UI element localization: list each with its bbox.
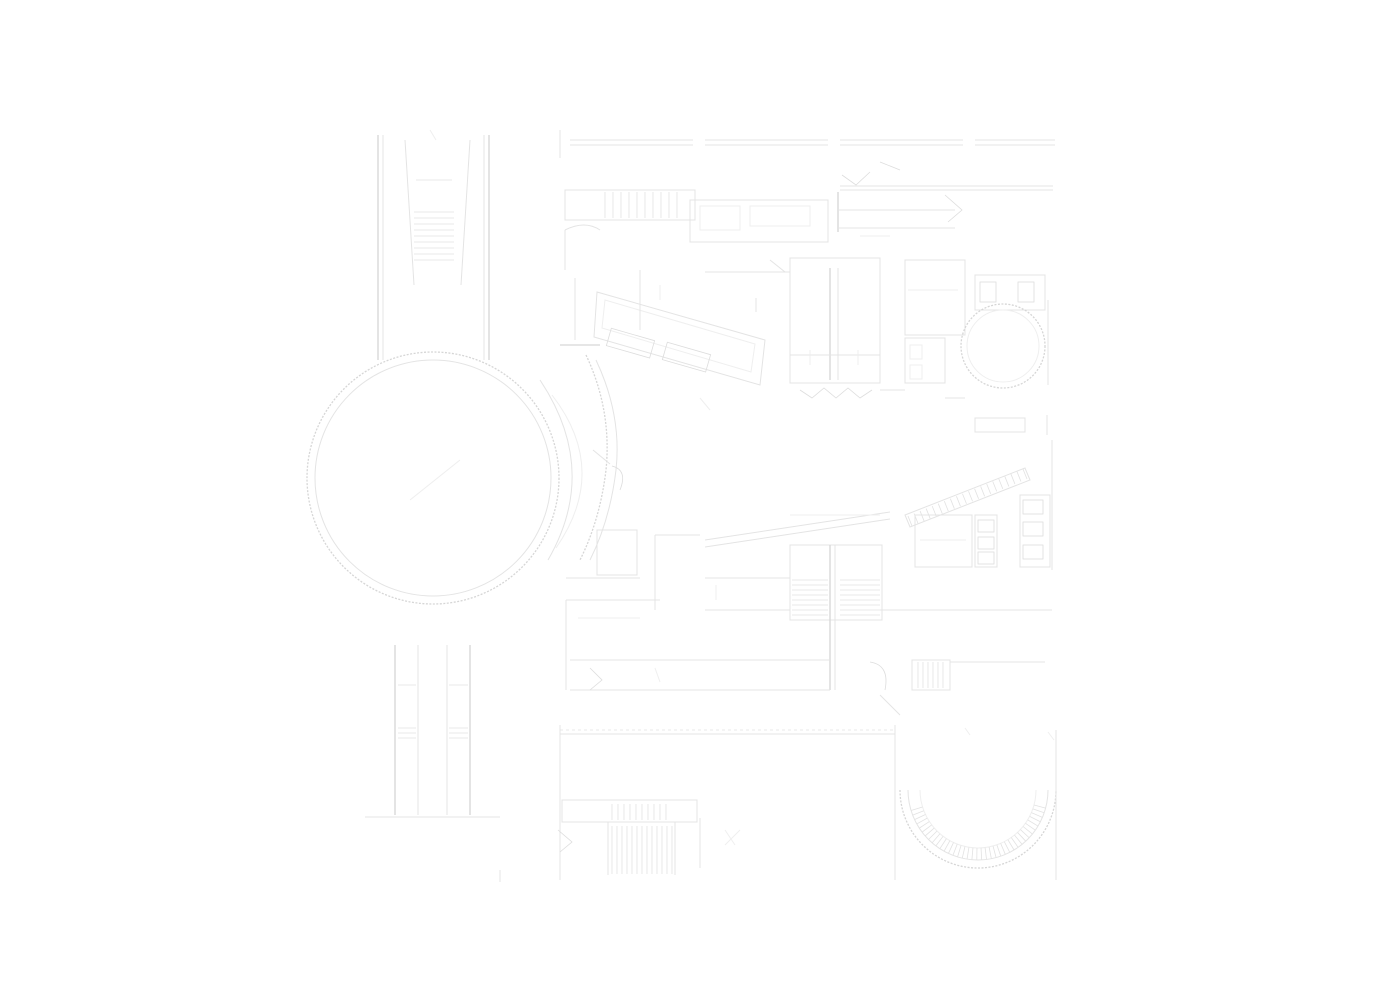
round-hall-outer bbox=[306, 351, 560, 605]
round-hall-outer-arc bbox=[539, 379, 573, 561]
stair-tread bbox=[966, 847, 970, 860]
stair-tread bbox=[986, 483, 992, 494]
stair-tread bbox=[907, 515, 913, 527]
south-strip bbox=[570, 659, 1045, 716]
stair-tread bbox=[937, 503, 943, 514]
central-cores bbox=[789, 257, 905, 399]
stair-tread bbox=[919, 510, 925, 522]
stair-tread bbox=[957, 845, 962, 858]
stair-tread bbox=[1032, 808, 1045, 814]
stair-tread bbox=[962, 493, 967, 504]
stair-tread bbox=[935, 836, 944, 847]
amphitheatre-seating bbox=[910, 804, 1046, 860]
stair-tread bbox=[992, 845, 997, 858]
south-west-stair bbox=[611, 804, 673, 874]
stair-tread bbox=[952, 844, 958, 856]
stair-tread bbox=[980, 847, 983, 860]
stair-tread bbox=[943, 840, 951, 852]
east-north-rooms bbox=[904, 259, 1049, 435]
east-round-room bbox=[960, 303, 1046, 389]
stair-tread bbox=[996, 844, 1002, 857]
stair-tread bbox=[1027, 819, 1039, 827]
south-core bbox=[705, 544, 883, 690]
stair-tread bbox=[956, 496, 961, 507]
stair-tread bbox=[928, 830, 938, 840]
stair-tread bbox=[939, 838, 947, 849]
stair-tread bbox=[1010, 837, 1019, 848]
diagonal-ramp-treads bbox=[907, 468, 1028, 527]
north-west-stair bbox=[604, 192, 678, 218]
stair-tread bbox=[931, 833, 941, 844]
stair-tread bbox=[1025, 822, 1036, 831]
stair-tread bbox=[1022, 468, 1028, 480]
stair-tread bbox=[1020, 829, 1030, 839]
stair-tread bbox=[971, 847, 974, 860]
stair-tread bbox=[931, 505, 937, 517]
stair-tread bbox=[925, 508, 931, 519]
stair-tread bbox=[910, 806, 923, 811]
stair-tread bbox=[961, 846, 966, 859]
stair-tread bbox=[916, 817, 928, 825]
stair-tread bbox=[968, 491, 973, 502]
north-edge bbox=[559, 130, 1055, 191]
stair-tread bbox=[1003, 841, 1011, 853]
stair-tread bbox=[1004, 476, 1010, 487]
west-upper-stair bbox=[414, 179, 454, 261]
stair-tread bbox=[998, 478, 1004, 490]
stair-tread bbox=[912, 810, 924, 816]
stair-tread bbox=[948, 842, 954, 854]
stair-tread bbox=[1031, 812, 1043, 818]
south-east-amphitheatre bbox=[899, 727, 1057, 880]
stair-tread bbox=[988, 846, 992, 859]
stair-tread bbox=[992, 481, 998, 492]
stair-tread bbox=[1016, 471, 1022, 482]
north-west-stair-block bbox=[564, 189, 963, 270]
stair-tread bbox=[1017, 832, 1027, 842]
west-south-rooms bbox=[565, 529, 700, 690]
stair-tread bbox=[949, 498, 955, 509]
west-tower bbox=[306, 129, 583, 818]
stair-tread bbox=[1000, 843, 1006, 855]
stair-tread bbox=[980, 486, 986, 497]
stair-tread bbox=[914, 814, 926, 820]
south-strip-stair bbox=[917, 662, 944, 688]
east-south-rooms bbox=[880, 440, 1053, 611]
west-hall-edge bbox=[579, 354, 624, 561]
stair-tread bbox=[1007, 839, 1015, 851]
stair-tread bbox=[974, 488, 979, 499]
diagonal-ramp bbox=[704, 467, 1031, 548]
stair-tread bbox=[1014, 834, 1023, 845]
diagonal-hall bbox=[560, 259, 790, 411]
south-facade-line bbox=[559, 725, 896, 880]
stair-tread bbox=[1010, 473, 1016, 485]
stair-tread bbox=[1022, 826, 1033, 835]
stair-tread bbox=[943, 501, 949, 512]
stair-tread bbox=[1033, 804, 1046, 809]
stair-tread bbox=[924, 827, 935, 837]
stair-tread bbox=[921, 824, 932, 833]
round-hall-inner bbox=[314, 359, 552, 597]
south-core-stair bbox=[792, 579, 880, 616]
stair-tread bbox=[919, 821, 930, 829]
south-west-stair-block bbox=[499, 799, 741, 882]
stair-tread bbox=[984, 847, 987, 860]
stair-tread bbox=[1029, 815, 1041, 823]
